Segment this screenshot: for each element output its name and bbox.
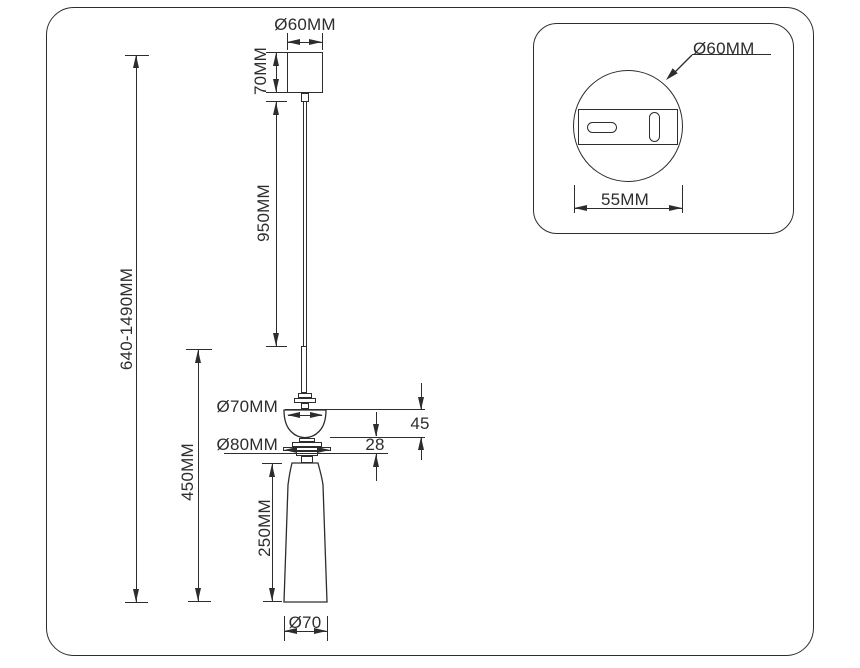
arrowhead-down-icon: [273, 333, 279, 346]
flange-diameter-arrow-shaft: [285, 450, 329, 451]
arrowhead-left-icon: [284, 628, 297, 634]
detail-dim-line: [574, 208, 682, 209]
canopy-dim-tick-right: [322, 33, 323, 50]
shade-dim-tick-bottom: [263, 601, 282, 602]
canopy-height-tick-top: [266, 52, 287, 53]
flange-diameter-label: Ø80MM: [216, 435, 278, 454]
fixture-dim-line: [198, 350, 199, 601]
arrowhead-up-icon: [373, 454, 379, 467]
cord-grip: [301, 93, 309, 102]
shade-bottom-dim-line: [284, 631, 327, 632]
shade-height-dim-line: [272, 464, 273, 601]
fixture-tick-top: [186, 349, 212, 350]
arrowhead-up-icon: [418, 437, 424, 450]
arrowhead-down-icon: [373, 424, 379, 437]
detail-dim-tick-left: [574, 185, 575, 213]
flange-bottom-extension-line: [224, 453, 388, 454]
cord-length-label: 950MM: [254, 184, 273, 242]
arrowhead-left-icon: [287, 412, 300, 418]
shade-height-label: 250MM: [255, 499, 274, 557]
detail-label-underline: [692, 54, 771, 55]
fixture-height-label: 450MM: [178, 443, 197, 501]
detail-leader-arrow-icon: [666, 54, 693, 80]
flange-height-dim-lower: [376, 454, 377, 481]
flange-height-label: 28: [365, 435, 385, 454]
arrowhead-right-icon: [669, 204, 682, 211]
arrowhead-right-icon: [310, 412, 323, 418]
arrowhead-up-icon: [195, 350, 201, 363]
arrowhead-down-icon: [273, 79, 279, 92]
arrowhead-up-icon: [133, 55, 139, 68]
glass-shade: [283, 462, 328, 603]
dome-step-small: [299, 438, 315, 442]
cord-dim-tick-top: [266, 101, 287, 102]
canopy-dim-line: [287, 42, 322, 43]
arrowhead-down-icon: [418, 397, 424, 410]
dome-diameter-label: Ø70MM: [216, 397, 278, 416]
outer-frame: [46, 7, 814, 656]
dome-step-wide: [292, 442, 322, 447]
detail-dim-tick-right: [682, 185, 683, 213]
bracket-slot-horizontal: [587, 122, 617, 133]
cord-dim-line: [276, 102, 277, 346]
shade-dim-tick-top: [262, 463, 282, 464]
arrowhead-up-icon: [273, 53, 279, 66]
shade-bottom-tick-right: [327, 616, 328, 641]
stem-collar-lower: [294, 398, 316, 403]
stem-neck: [301, 403, 309, 409]
canopy-diameter-label: Ø60MM: [274, 15, 336, 34]
canopy-height-label: 70MM: [251, 46, 270, 96]
arrowhead-left-icon: [574, 204, 587, 211]
detail-plate-diameter-label: Ø60MM: [693, 39, 755, 58]
stem-collar-upper: [298, 393, 312, 398]
dome-height-label: 45: [410, 414, 430, 433]
arrowhead-right-icon: [309, 38, 322, 45]
suspension-cord: [303, 102, 307, 346]
canopy-height-tick-bottom: [266, 92, 287, 93]
arrowhead-up-icon: [269, 464, 275, 477]
dome-height-dim-upper: [421, 383, 422, 410]
arrowhead-left-icon: [287, 38, 300, 45]
dome-top-extension-line: [285, 409, 425, 410]
canopy: [287, 52, 323, 93]
bracket-slot-vertical: [649, 112, 660, 142]
overall-height-range-label: 640-1490MM: [117, 267, 136, 371]
canopy-height-dim-line: [276, 53, 277, 92]
dome-diameter-arrow-shaft: [288, 415, 322, 416]
arrowhead-right-icon: [317, 447, 330, 453]
cord-dim-tick-bottom: [266, 346, 287, 347]
arrowhead-down-icon: [195, 588, 201, 601]
fixture-tick-bottom: [188, 601, 211, 602]
arrowhead-right-icon: [314, 628, 327, 634]
arrowhead-down-icon: [133, 589, 139, 602]
shade-bottom-diameter-label: Ø70: [288, 613, 322, 632]
mounting-bracket: [578, 109, 678, 145]
dome-bottom-extension-line: [330, 437, 425, 438]
detail-bracket-width-label: 55MM: [600, 190, 650, 209]
overall-tick-bottom: [125, 602, 148, 603]
stem-rod: [301, 346, 307, 393]
overall-dim-line: [136, 55, 137, 602]
arrowhead-up-icon: [273, 102, 279, 115]
arrowhead-left-icon: [284, 447, 297, 453]
arrowhead-down-icon: [269, 588, 275, 601]
